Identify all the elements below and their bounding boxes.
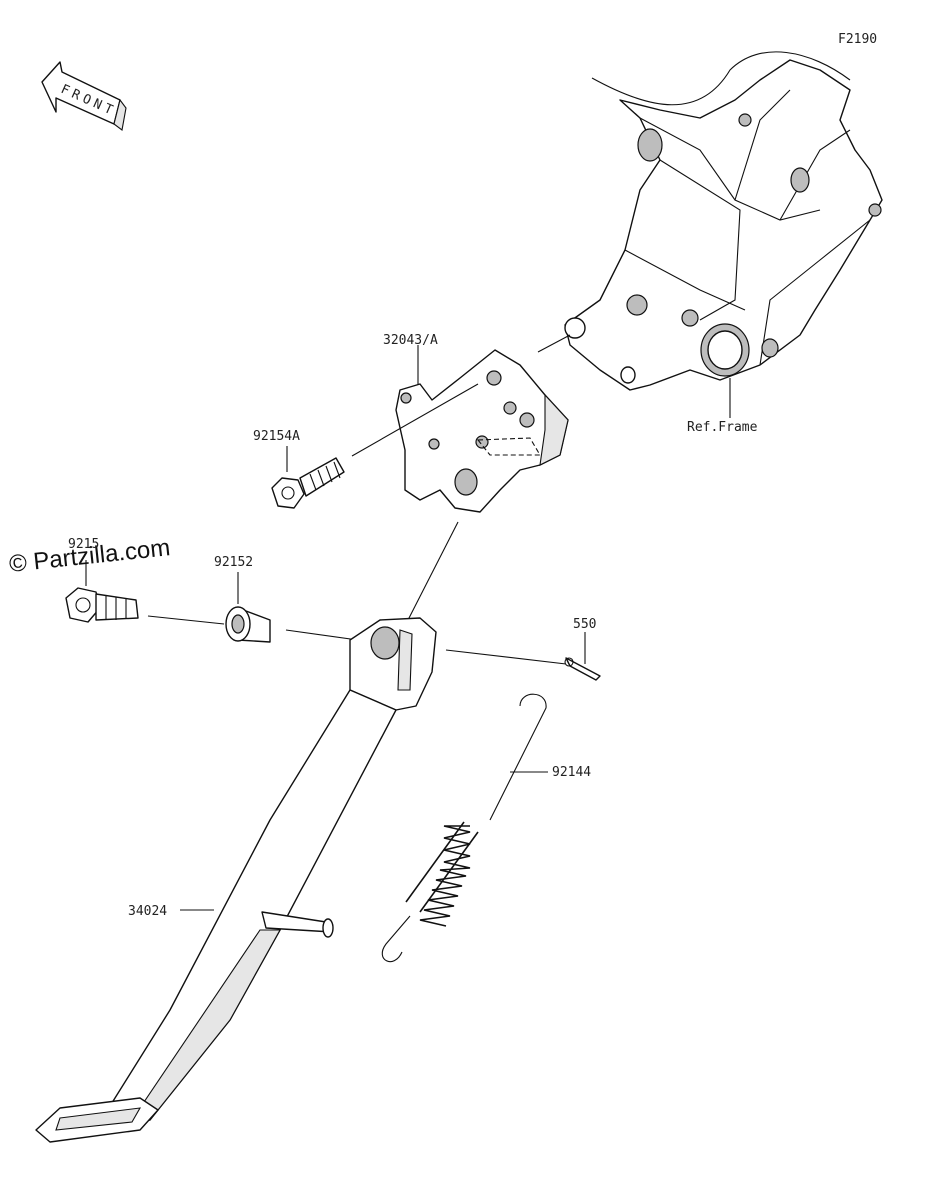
cotter-pin-part	[564, 632, 601, 681]
bracket-part	[395, 334, 571, 513]
bolt-lower-part	[65, 560, 139, 623]
front-arrow-icon: FRONT	[41, 61, 127, 131]
label-ref-frame: Ref.Frame	[687, 420, 758, 435]
spring-part	[381, 693, 548, 963]
label-bolt-upper: 92154A	[253, 429, 300, 444]
label-spring: 92144	[552, 765, 591, 780]
bolt-upper-part	[271, 383, 479, 509]
label-collar: 92152	[214, 555, 253, 570]
label-cotter-pin: 550	[573, 617, 596, 632]
label-bolt-lower: 9215	[68, 537, 99, 552]
collar-part	[225, 572, 271, 643]
label-bracket: 32043/A	[383, 333, 438, 348]
frame-reference-illustration	[564, 51, 883, 418]
side-stand-part	[35, 617, 437, 1143]
label-side-stand: 34024	[128, 904, 167, 919]
figure-code: F2190	[838, 32, 877, 47]
